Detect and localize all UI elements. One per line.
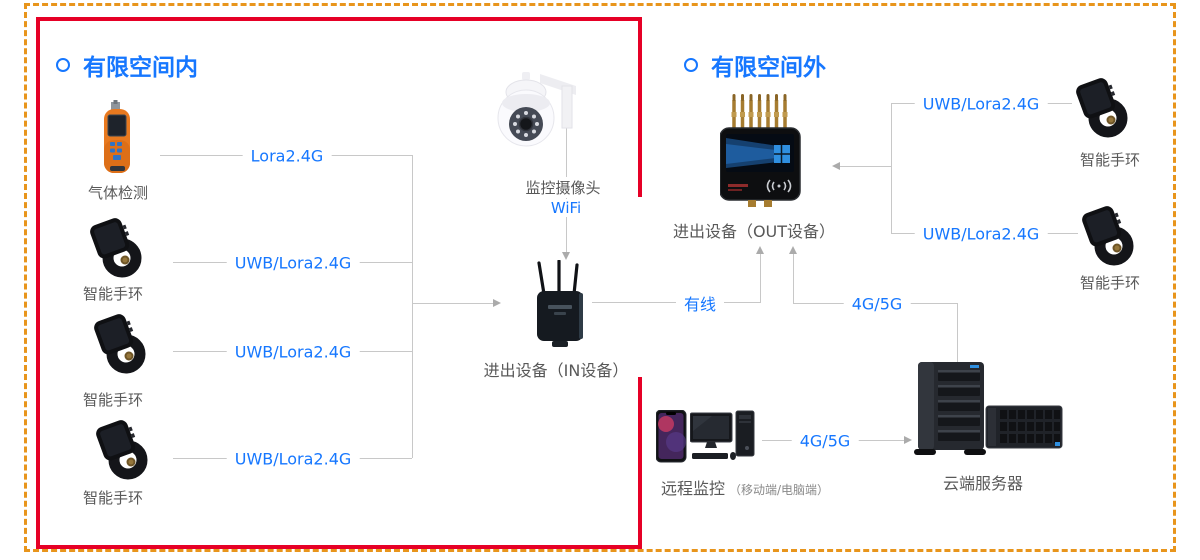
smart-bracelet-icon bbox=[94, 314, 146, 374]
arrowhead-icon bbox=[755, 246, 764, 254]
link-label-uwb-3: UWB/Lora2.4G bbox=[226, 449, 360, 469]
smart-bracelet-label: 智能手环 bbox=[82, 391, 144, 409]
arrowhead-icon bbox=[904, 435, 912, 444]
inside-section-title: 有限空间内 bbox=[56, 48, 198, 82]
connector-line bbox=[957, 303, 958, 365]
link-label-uwb-1: UWB/Lora2.4G bbox=[226, 253, 360, 273]
remote-monitor-subtext: （移动端/电脑端） bbox=[729, 483, 830, 497]
smart-bracelet-label: 智能手环 bbox=[82, 489, 144, 507]
link-label-uwb-right-1: UWB/Lora2.4G bbox=[914, 94, 1048, 114]
smart-bracelet-icon bbox=[1076, 78, 1128, 138]
link-label-4g5g-lower: 4G/5G bbox=[791, 431, 859, 451]
connector-line bbox=[760, 253, 761, 303]
connector-line bbox=[413, 303, 493, 304]
connector-line bbox=[891, 103, 892, 233]
camera-label: 监控摄像头 bbox=[521, 177, 605, 198]
phone-icon bbox=[656, 410, 687, 463]
cloud-server-label: 云端服务器 bbox=[942, 474, 1024, 493]
circle-bullet-icon bbox=[56, 58, 70, 72]
red-border-gap bbox=[632, 197, 646, 377]
out-device-label: 进出设备（OUT设备） bbox=[672, 222, 836, 241]
cloud-server-icon bbox=[914, 362, 1063, 455]
link-label-uwb-2: UWB/Lora2.4G bbox=[226, 342, 360, 362]
desktop-icon bbox=[690, 410, 755, 460]
camera-icon bbox=[497, 72, 576, 147]
circle-bullet-icon bbox=[684, 58, 698, 72]
arrowhead-icon bbox=[788, 246, 797, 254]
link-label-lora: Lora2.4G bbox=[242, 146, 332, 166]
connector-line bbox=[840, 166, 891, 167]
gas-detector-icon bbox=[104, 100, 130, 173]
remote-monitor-label: 远程监控 （移动端/电脑端） bbox=[661, 475, 829, 499]
inside-title-text: 有限空间内 bbox=[83, 55, 198, 81]
camera-wifi-label: WiFi bbox=[546, 199, 586, 217]
outside-title-text: 有限空间外 bbox=[711, 55, 826, 81]
link-label-wired: 有线 bbox=[675, 291, 725, 315]
in-device-icon bbox=[537, 260, 583, 347]
smart-bracelet-label: 智能手环 bbox=[1079, 274, 1141, 292]
outside-section-title: 有限空间外 bbox=[684, 48, 826, 82]
outer-dashed-border bbox=[24, 3, 1176, 552]
arrowhead-icon bbox=[493, 298, 501, 307]
arrowhead-icon bbox=[832, 161, 840, 170]
gas-detector-label: 气体检测 bbox=[87, 184, 149, 202]
arrowhead-icon bbox=[561, 252, 570, 260]
link-label-4g5g-upper: 4G/5G bbox=[843, 294, 911, 314]
smart-bracelet-label: 智能手环 bbox=[82, 285, 144, 303]
link-label-uwb-right-2: UWB/Lora2.4G bbox=[914, 224, 1048, 244]
out-device-icon bbox=[720, 94, 801, 207]
smart-bracelet-icon bbox=[96, 420, 148, 480]
in-device-label: 进出设备（IN设备） bbox=[483, 361, 629, 380]
smart-bracelet-label: 智能手环 bbox=[1079, 151, 1141, 169]
smart-bracelet-icon bbox=[90, 218, 142, 278]
remote-monitor-text: 远程监控 bbox=[661, 479, 726, 498]
connector-line bbox=[412, 155, 413, 458]
smart-bracelet-icon bbox=[1082, 206, 1134, 266]
connector-line bbox=[793, 253, 794, 304]
